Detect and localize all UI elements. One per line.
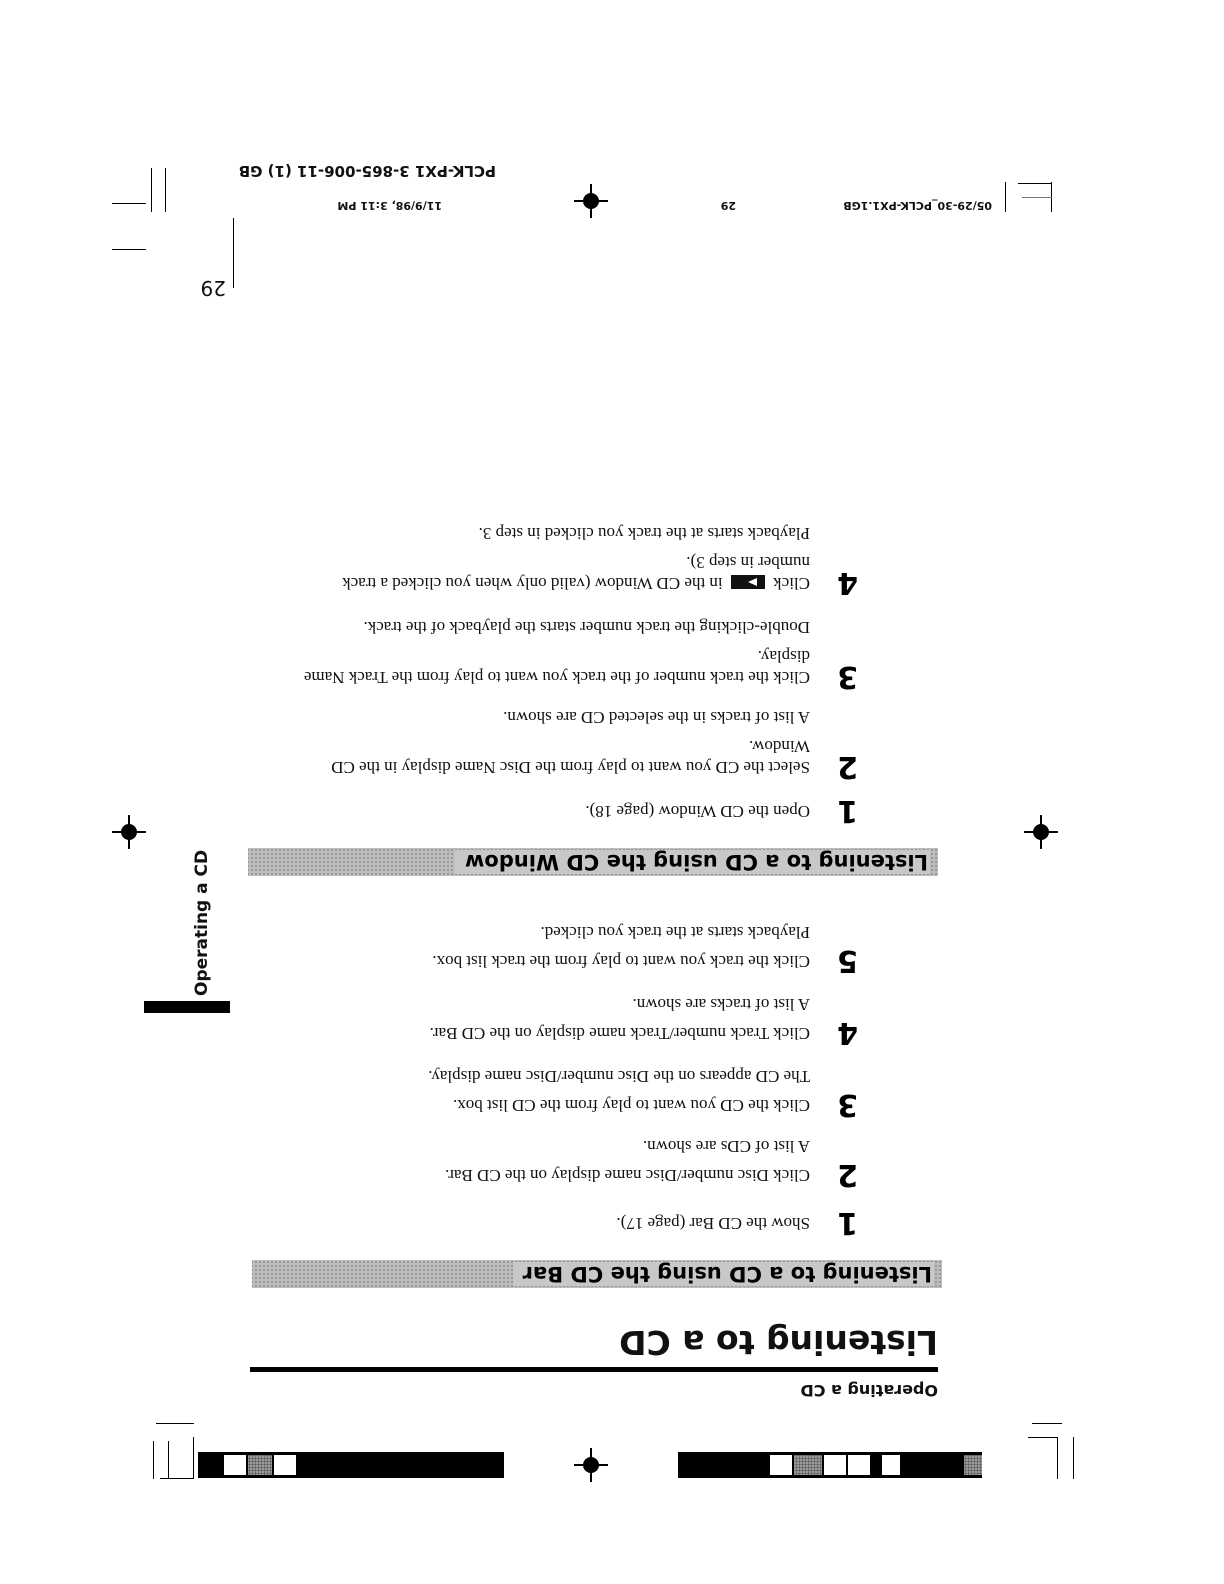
step-number: 3 — [837, 1087, 858, 1122]
footer-sheet-number: 29 — [720, 199, 736, 212]
registration-mark-icon — [1024, 815, 1058, 849]
footer-timestamp: 11/9/98, 3:11 PM — [337, 199, 442, 212]
step-note: Double-clicking the track number starts … — [363, 618, 810, 637]
crop-mark — [1032, 1423, 1062, 1424]
step-number: 2 — [837, 1157, 858, 1192]
page-number: 29 — [200, 276, 226, 300]
step-text: Open the CD Window (page 18). — [585, 802, 810, 821]
step-note: A list of tracks are shown. — [632, 995, 810, 1014]
crop-mark — [1018, 183, 1052, 184]
section-title: Listening to a CD using the CD Window — [454, 850, 930, 874]
step-text: Select the CD you want to play from the … — [331, 737, 810, 777]
header-rule — [250, 1367, 938, 1372]
step-text: Click the CD you want to play from the C… — [453, 1096, 810, 1115]
section-header-cd-window: Listening to a CD using the CD Window — [248, 848, 938, 876]
page-title: Listening to a CD — [619, 1323, 938, 1362]
step-note: A list of tracks in the selected CD are … — [503, 708, 810, 727]
crop-mark — [1022, 197, 1052, 198]
step-text: Click in the CD Window (valid only when … — [342, 553, 810, 593]
step-number: 5 — [837, 943, 858, 978]
footer-part-code: PCLK-PX1 3-865-006-11 (1) GB — [238, 162, 496, 180]
step-number: 1 — [837, 793, 858, 828]
registration-mark-icon — [574, 184, 608, 218]
step-number: 3 — [837, 659, 858, 694]
step-number: 4 — [837, 565, 858, 600]
registration-mark-icon — [574, 1448, 608, 1482]
step-number: 1 — [837, 1205, 858, 1240]
footer-filename: 05/29-30_PCLK-PX1.1GB — [843, 199, 992, 212]
step-note: Playback starts at the track you clicked… — [478, 524, 810, 543]
crop-mark — [160, 1478, 194, 1479]
list-item: 5 Click the track you want to play from … — [238, 922, 858, 978]
crop-mark — [1057, 1437, 1058, 1479]
side-tab-marker — [144, 1001, 230, 1013]
list-item: 1 Show the CD Bar (page 17). — [238, 1205, 858, 1240]
crop-mark — [1005, 182, 1006, 212]
list-item: 4 Click Track number/Track name display … — [238, 994, 858, 1050]
step-text: Click Disc number/Disc name display on t… — [445, 1166, 810, 1185]
step-text: Click the track number of the track you … — [303, 647, 810, 687]
step-number: 4 — [837, 1015, 858, 1050]
registration-mark-icon — [112, 815, 146, 849]
play-button-icon — [730, 574, 765, 589]
crop-mark — [112, 203, 146, 204]
step-note: The CD appears on the Disc number/Disc n… — [428, 1067, 810, 1086]
section-label: Operating a CD — [800, 1381, 938, 1400]
crop-mark — [156, 1423, 194, 1424]
list-item: 4 Click in the CD Window (valid only whe… — [298, 523, 858, 600]
color-bar — [678, 1452, 982, 1478]
step-note: Playback starts at the track you clicked… — [540, 923, 810, 942]
crop-mark — [153, 1441, 154, 1479]
step-text: Click Track number/Track name display on… — [429, 1024, 810, 1043]
crop-mark — [165, 168, 166, 212]
crop-mark — [112, 249, 146, 250]
crop-mark — [168, 1441, 169, 1479]
step-note: A list of CDs are shown. — [642, 1137, 810, 1156]
list-item: 1 Open the CD Window (page 18). — [238, 793, 858, 828]
step-number: 2 — [837, 749, 858, 784]
step-text: Click the track you want to play from th… — [432, 952, 810, 971]
list-item: 2 Click Disc number/Disc name display on… — [238, 1136, 858, 1192]
list-item: 3 Click the CD you want to play from the… — [238, 1066, 858, 1122]
list-item: 3 Click the track number of the track yo… — [298, 617, 858, 694]
crop-mark — [1073, 1437, 1074, 1479]
color-bar — [198, 1452, 504, 1478]
crop-mark — [193, 1437, 194, 1479]
list-item: 2 Select the CD you want to play from th… — [298, 707, 858, 784]
crop-mark — [151, 168, 152, 212]
section-header-cd-bar: Listening to a CD using the CD Bar — [252, 1260, 942, 1288]
section-title: Listening to a CD using the CD Bar — [512, 1262, 934, 1286]
crop-mark — [1028, 1437, 1058, 1438]
step-text: Show the CD Bar (page 17). — [616, 1214, 810, 1233]
side-tab-label: Operating a CD — [192, 849, 212, 996]
page-number-rule — [233, 218, 234, 288]
